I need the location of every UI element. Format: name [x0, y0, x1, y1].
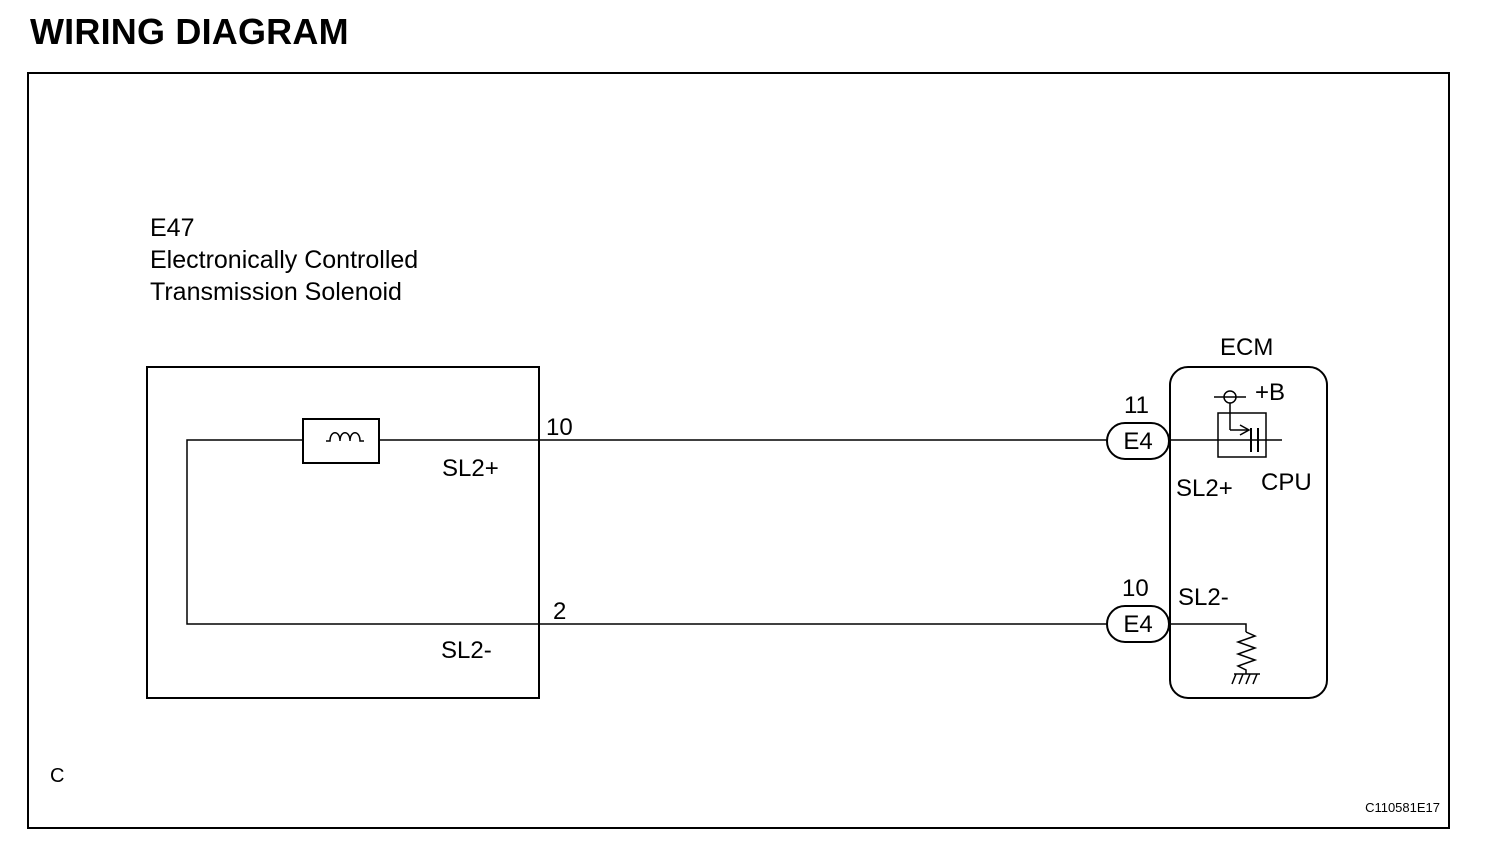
diagram-frame	[27, 72, 1450, 829]
ecm-label: ECM	[1220, 334, 1273, 361]
transistor-arrow-icon	[1239, 424, 1251, 436]
ecm-connector-upper	[1106, 422, 1170, 460]
figure-code: C110581E17	[1365, 800, 1440, 815]
cpu-label: CPU	[1261, 469, 1312, 496]
component-name-line1: Electronically Controlled	[150, 246, 418, 274]
ecm-box	[1169, 366, 1328, 699]
coil-icon	[326, 432, 364, 442]
coil-symbol	[302, 418, 380, 464]
ecm-connector-lower-label: E4	[1123, 611, 1152, 638]
ecm-pin-upper: 11	[1124, 392, 1149, 419]
component-name-line2: Transmission Solenoid	[150, 278, 402, 306]
component-code: E47	[150, 214, 194, 242]
solenoid-pin-plus: 10	[546, 414, 573, 441]
ecm-terminal-minus: SL2-	[1178, 584, 1229, 611]
ecm-internal-wire-lower	[1169, 623, 1247, 632]
ecm-connector-upper-label: E4	[1123, 428, 1152, 455]
ground-icon	[1231, 673, 1260, 685]
resistor-icon	[1235, 631, 1258, 674]
solenoid-terminal-minus: SL2-	[441, 637, 492, 664]
solenoid-pin-minus: 2	[553, 598, 566, 625]
solenoid-terminal-plus: SL2+	[442, 455, 499, 482]
supply-label: +B	[1255, 379, 1285, 406]
solenoid-box	[146, 366, 540, 699]
ecm-terminal-plus: SL2+	[1176, 475, 1233, 502]
ecm-pin-lower: 10	[1122, 575, 1149, 602]
transistor-box	[1217, 412, 1267, 458]
corner-letter: C	[50, 765, 64, 787]
page-title: WIRING DIAGRAM	[30, 11, 349, 52]
solenoid-internal-wire	[186, 439, 540, 625]
